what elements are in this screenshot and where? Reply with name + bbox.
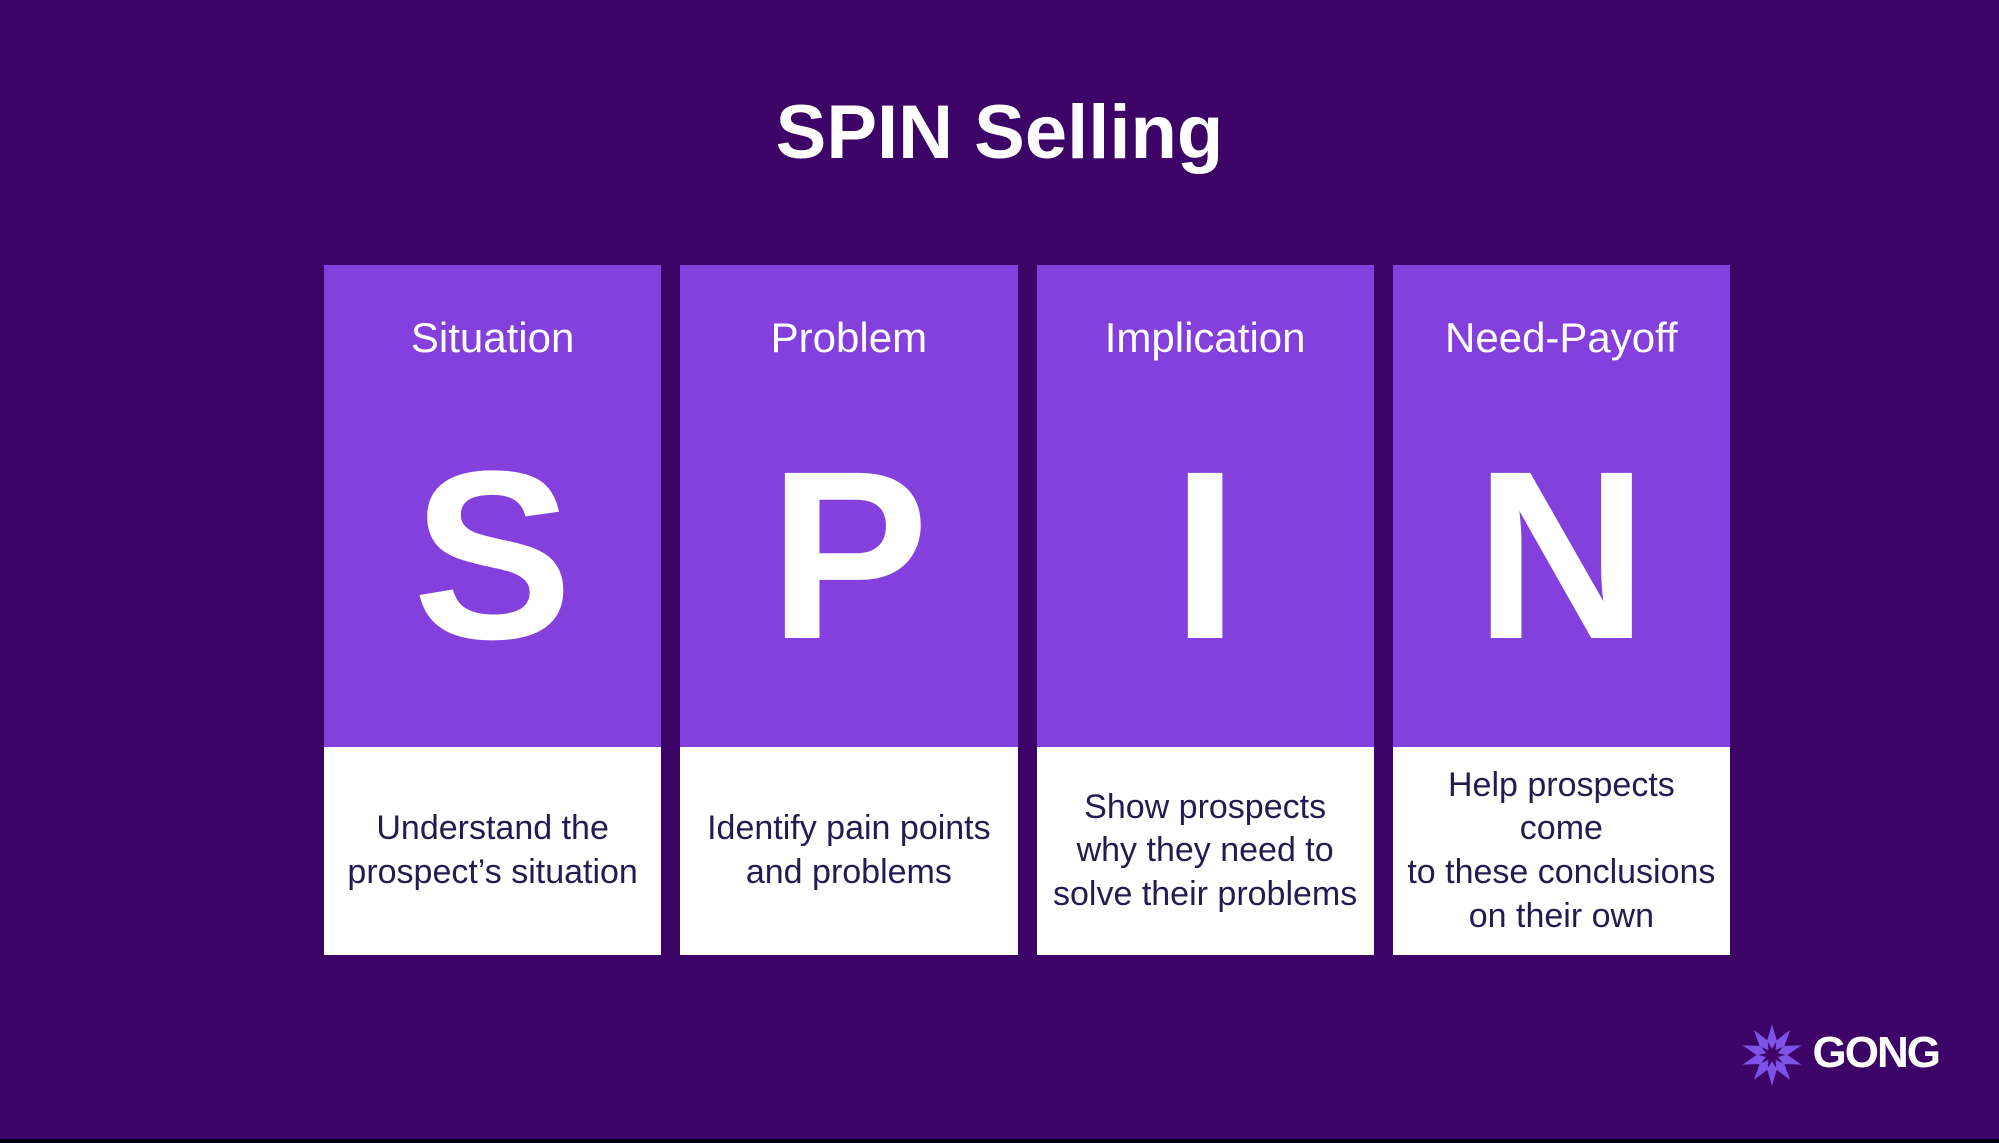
card-problem-description: Identify pain points and problems <box>707 809 991 891</box>
card-situation-header-panel: Situation S <box>324 265 662 747</box>
card-need-payoff-description: Help prospects come to these conclusions… <box>1407 765 1716 935</box>
cards-row: Situation S Understand the prospect’s si… <box>324 265 1730 955</box>
card-problem-header-label: Problem <box>770 314 928 361</box>
card-need-payoff-header-label: Need-Payoff <box>1445 314 1678 361</box>
gong-logo: GONG <box>1739 1022 1941 1088</box>
gong-wordmark: GONG <box>1812 1028 1941 1077</box>
card-problem: Problem P Identify pain points and probl… <box>680 265 1018 955</box>
card-need-payoff: Need-Payoff N Help prospects come to the… <box>1392 265 1730 955</box>
card-implication-big-letter: I <box>1171 421 1239 690</box>
card-need-payoff-description-panel: Help prospects come to these conclusions… <box>1392 747 1730 955</box>
card-implication-description-panel: Show prospects why they need to solve th… <box>1036 747 1374 955</box>
card-situation-big-letter: S <box>412 421 573 690</box>
card-problem-description-panel: Identify pain points and problems <box>680 747 1018 955</box>
card-need-payoff-big-letter: N <box>1474 421 1649 690</box>
card-implication-header-panel: Implication I <box>1036 265 1374 747</box>
card-implication-description: Show prospects why they need to solve th… <box>1053 787 1358 913</box>
page-title: SPIN Selling <box>775 90 1224 175</box>
card-situation-header-label: Situation <box>410 314 575 361</box>
card-need-payoff-header-panel: Need-Payoff N <box>1392 265 1730 747</box>
gong-burst-icon <box>1742 1024 1801 1086</box>
card-situation-description-panel: Understand the prospect’s situation <box>324 747 662 955</box>
card-problem-big-letter: P <box>768 421 929 690</box>
card-implication: Implication I Show prospects why they ne… <box>1036 265 1374 955</box>
card-situation-description: Understand the prospect’s situation <box>347 809 638 891</box>
card-implication-header-label: Implication <box>1104 314 1306 361</box>
card-situation: Situation S Understand the prospect’s si… <box>324 265 662 955</box>
card-problem-header-panel: Problem P <box>680 265 1018 747</box>
bottom-edge-bar <box>0 1139 1999 1143</box>
